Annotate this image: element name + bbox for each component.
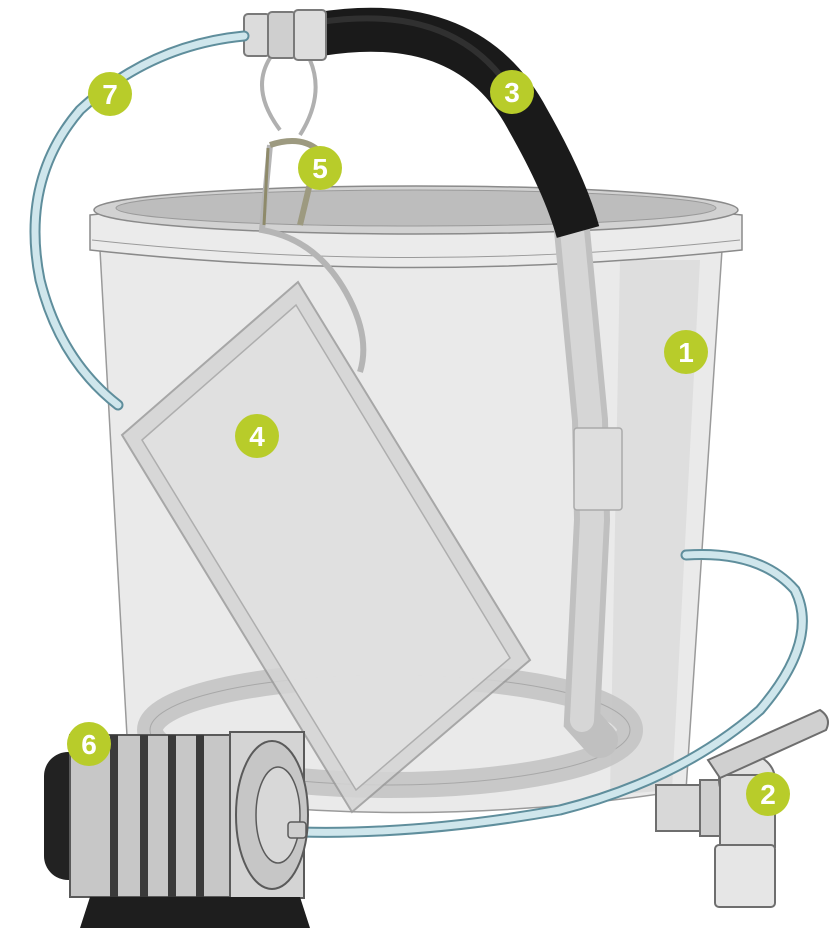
svg-text:3: 3: [504, 77, 520, 108]
top-fittings: [244, 10, 326, 60]
svg-text:4: 4: [249, 421, 265, 452]
svg-text:5: 5: [312, 153, 328, 184]
callout-6: 6: [67, 722, 111, 766]
callout-3: 3: [490, 70, 534, 114]
callout-5: 5: [298, 146, 342, 190]
callout-2: 2: [746, 772, 790, 816]
bucket-rim-inner: [116, 190, 716, 226]
callout-4: 4: [235, 414, 279, 458]
svg-text:7: 7: [102, 79, 118, 110]
callout-7: 7: [88, 72, 132, 116]
callout-1: 1: [664, 330, 708, 374]
svg-text:1: 1: [678, 337, 694, 368]
svg-text:6: 6: [81, 729, 97, 760]
svg-text:2: 2: [760, 779, 776, 810]
